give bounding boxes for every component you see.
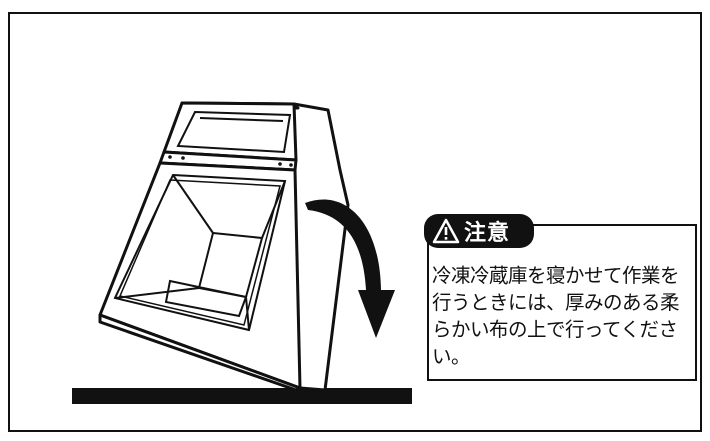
caution-badge: 注意 <box>424 214 534 248</box>
warning-triangle-icon <box>432 218 460 244</box>
caution-message: 冷凍冷蔵庫を寝かせて作業を行うときには、厚みのある柔らかい布の上で行ってください… <box>432 264 680 368</box>
screw-dots <box>168 155 293 167</box>
tilt-direction-arrow <box>305 199 395 338</box>
upper-compartment <box>176 110 292 154</box>
refrigerator-cabinet <box>98 101 350 392</box>
caution-title: 注意 <box>464 221 511 246</box>
lower-compartment <box>113 173 287 332</box>
floor-cloth <box>72 388 412 404</box>
caution-box <box>427 224 697 381</box>
